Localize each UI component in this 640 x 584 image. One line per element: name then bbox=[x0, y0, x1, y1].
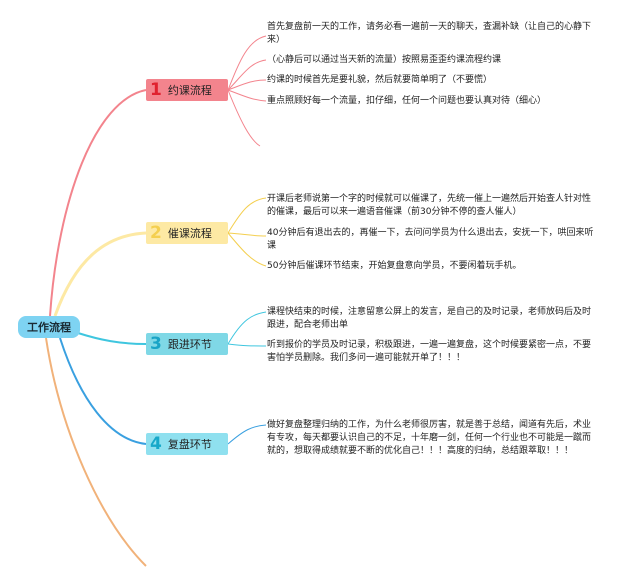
branch-node-2[interactable]: 2 催课流程 bbox=[146, 222, 228, 244]
branch-label-1: 约课流程 bbox=[167, 84, 212, 97]
branch-connector-4 bbox=[59, 337, 147, 445]
note-2-1: 开课后老师说第一个字的时候就可以催课了，先统一催上一遍然后开始查人针对性的催课，… bbox=[267, 194, 592, 217]
branch-number-4: 4 bbox=[150, 433, 162, 454]
note-3-1: 课程快结束的时候，注意留意公屏上的发言，是自己的及时记录，老师放码后及时跟进，配… bbox=[267, 307, 592, 330]
note-1-1: 首先复盘前一天的工作，请务必看一遍前一天的聊天，查漏补缺（让自己的心静下来） bbox=[267, 22, 592, 45]
note-1-2: （心静后可以通过当天新的流量）按照易歪歪约课流程约课 bbox=[267, 55, 502, 65]
branch-node-4[interactable]: 4 复盘环节 bbox=[146, 433, 228, 455]
branch-node-1[interactable]: 1 约课流程 bbox=[146, 79, 228, 101]
root-node[interactable]: 工作流程 bbox=[18, 316, 80, 338]
note-1-3: 约课的时候首先是要礼貌，然后就要简单明了（不要慌） bbox=[267, 75, 493, 85]
branch-label-4: 复盘环节 bbox=[167, 438, 212, 451]
branch-number-2: 2 bbox=[150, 222, 162, 243]
root-label: 工作流程 bbox=[27, 321, 71, 334]
branch-label-3: 跟进环节 bbox=[167, 338, 212, 351]
note-2-2: 40分钟后有退出去的，再催一下，去问问学员为什么退出去，安抚一下，哄回来听课 bbox=[267, 228, 594, 251]
branch-connector-1 bbox=[49, 89, 147, 317]
branch-label-2: 催课流程 bbox=[167, 227, 212, 240]
branch-connector-2 bbox=[53, 231, 147, 317]
note-1-4: 重点照顾好每一个流量，扣仔细，任何一个问题也要认真对待（细心） bbox=[267, 96, 547, 106]
note-4-1: 做好复盘整理归纳的工作，为什么老师很厉害，就是善于总结，闻道有先后，术业有专攻，… bbox=[267, 420, 592, 456]
branch-node-3[interactable]: 3 跟进环节 bbox=[146, 333, 228, 355]
branch-number-3: 3 bbox=[150, 333, 162, 354]
branch-connector-3 bbox=[77, 332, 147, 345]
branch-number-1: 1 bbox=[150, 79, 162, 100]
branch-connector-5 bbox=[45, 337, 147, 567]
note-3-2: 听到报价的学员及时记录，积极跟进，一遍一遍复盘，这个时候要紧密一点，不要害怕学员… bbox=[267, 340, 592, 363]
note-2-3: 50分钟后催课环节结束，开始复盘意向学员，不要闲着玩手机。 bbox=[267, 261, 522, 271]
